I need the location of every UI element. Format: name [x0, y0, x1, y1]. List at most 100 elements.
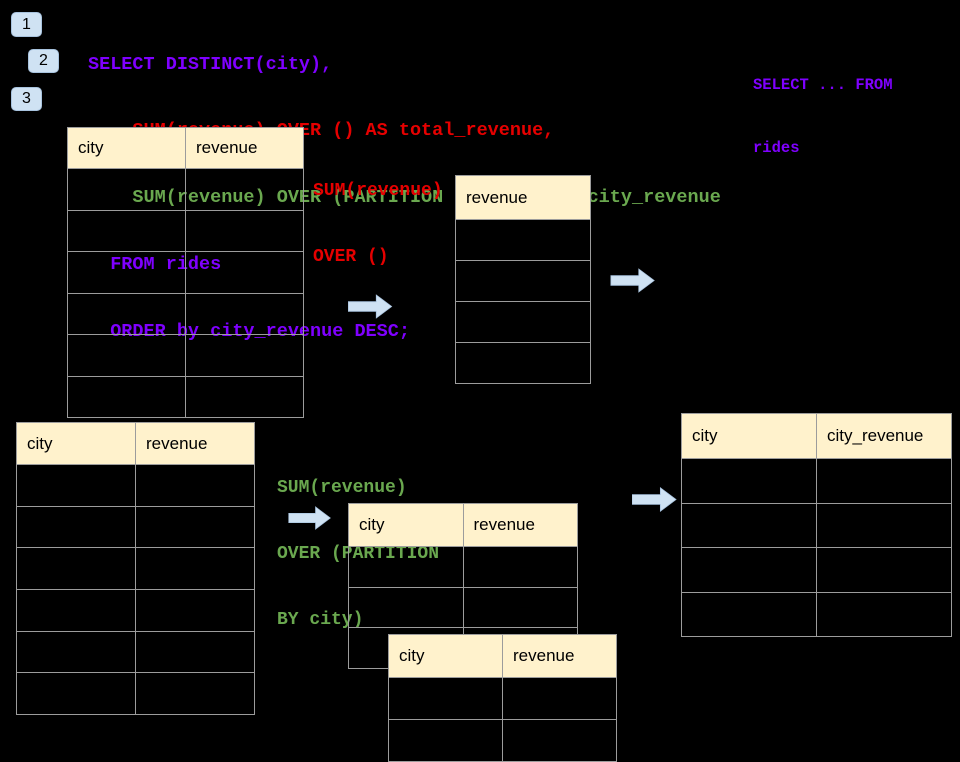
table-cell — [135, 590, 254, 631]
table-cell — [17, 673, 135, 714]
arrow-right-icon — [610, 268, 656, 293]
table-cell — [816, 592, 951, 636]
annotation-partition-revenue: SUM(revenue) OVER (PARTITION BY city) — [277, 433, 439, 653]
table-source-top: city revenue — [67, 127, 304, 418]
table-cell — [68, 335, 185, 376]
table-cell — [502, 678, 616, 719]
table-cell — [389, 678, 502, 719]
table-row — [68, 334, 303, 376]
table-header-row: revenue — [456, 176, 590, 219]
table-header-row: city revenue — [17, 423, 254, 464]
table-cell — [135, 465, 254, 506]
table-row — [349, 546, 577, 587]
table-cell — [462, 587, 578, 628]
table-cell — [682, 548, 816, 592]
table-cell — [462, 547, 578, 587]
table-cell — [68, 294, 185, 335]
table-row — [17, 630, 254, 673]
table-cell — [502, 720, 616, 761]
table-header-row: city city_revenue — [682, 414, 951, 458]
column-header: revenue — [135, 423, 254, 464]
table-row — [682, 502, 951, 548]
column-header: city — [692, 426, 718, 445]
table-cell — [682, 504, 816, 548]
table-cell — [456, 343, 590, 383]
table-cell — [185, 293, 303, 334]
table-cell — [682, 593, 816, 637]
table-row — [682, 458, 951, 503]
table-header-row: city revenue — [68, 128, 303, 168]
table-row — [389, 677, 616, 719]
annotation-total-line1: SUM(revenue) — [313, 181, 443, 201]
table-row — [456, 219, 590, 260]
table-cell — [135, 673, 254, 715]
table-row — [349, 586, 578, 628]
annotation-partition-line1: SUM(revenue) — [277, 478, 407, 498]
table-cell — [349, 547, 463, 587]
table-cell — [17, 507, 135, 548]
sql-line-order: ORDER by city_revenue DESC; — [88, 321, 410, 343]
table-cell — [816, 503, 951, 547]
step-badge-3: 3 — [11, 87, 42, 111]
table-cell — [68, 377, 185, 418]
table-row — [17, 547, 254, 590]
table-cell — [135, 548, 254, 590]
table-cell — [816, 548, 951, 592]
table-cell — [816, 459, 951, 503]
column-header: city — [399, 646, 425, 665]
annotation-partition-line3: BY city) — [277, 610, 364, 630]
slide-canvas: { "badges": [ { "label": "1" }, { "label… — [11, 12, 952, 762]
table-total-revenue-result: revenue — [455, 175, 591, 384]
arrow-right-icon — [348, 294, 393, 319]
table-row — [17, 589, 254, 631]
table-cell — [185, 335, 303, 376]
side-note-select-from-rides: SELECT ... FROM rides — [753, 33, 893, 180]
table-row — [456, 301, 590, 342]
table-row — [389, 719, 616, 761]
table-cell — [17, 548, 135, 589]
column-header: city — [78, 138, 104, 157]
table-row — [68, 209, 303, 251]
table-cell — [17, 632, 135, 673]
column-header: city — [359, 515, 385, 534]
table-cell — [68, 169, 185, 210]
side-note-line2: rides — [753, 139, 800, 157]
table-cell — [17, 465, 135, 506]
table-cell — [185, 252, 303, 293]
column-header: revenue — [185, 128, 303, 168]
step-badge-1: 1 — [11, 12, 42, 37]
table-row — [17, 505, 254, 548]
table-city-revenue-result: city city_revenue — [681, 413, 952, 637]
table-cell — [682, 459, 816, 503]
table-cell — [456, 302, 590, 342]
table-row — [68, 251, 303, 293]
table-row — [17, 672, 254, 715]
step-badge-2: 2 — [28, 49, 59, 73]
table-row — [68, 292, 303, 335]
arrow-right-icon — [287, 506, 333, 530]
table-cell — [135, 631, 254, 673]
table-cell — [68, 252, 185, 293]
sql-line-from: FROM rides — [88, 254, 222, 276]
column-header: revenue — [466, 187, 528, 207]
column-header: city_revenue — [816, 414, 951, 458]
annotation-total-revenue: SUM(revenue) OVER () — [313, 136, 443, 290]
table-cell — [185, 169, 303, 210]
table-cell — [135, 506, 254, 548]
side-note-line1: SELECT ... FROM — [753, 76, 893, 94]
table-cell — [185, 210, 303, 251]
table-row — [68, 168, 303, 210]
column-header: city — [27, 433, 53, 453]
table-row — [682, 547, 951, 592]
table-row — [456, 260, 590, 301]
sql-line-select: SELECT DISTINCT(city), — [88, 53, 333, 75]
table-source-bottom: city revenue — [16, 422, 255, 716]
table-row — [17, 464, 254, 506]
arrow-right-icon — [632, 486, 677, 513]
table-row — [682, 591, 951, 637]
table-cell — [456, 220, 590, 260]
